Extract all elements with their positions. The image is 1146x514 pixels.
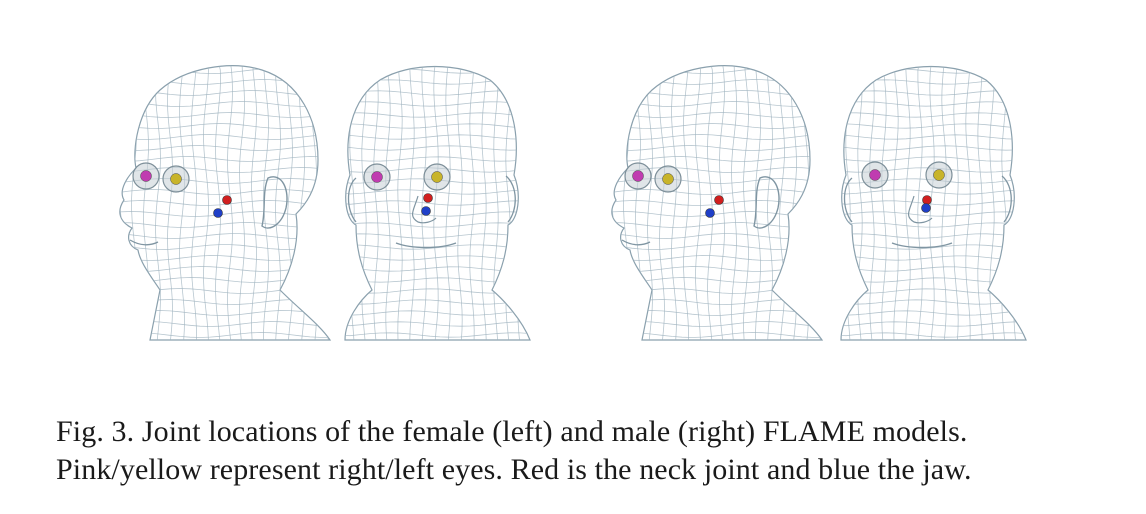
neck-joint (922, 195, 932, 205)
right-eye-joint (869, 169, 881, 181)
right-ear-outline (505, 175, 516, 223)
male-side-head (611, 65, 824, 341)
left-eye-joint (431, 171, 443, 183)
jaw-joint (421, 206, 431, 216)
mouth-line (891, 242, 953, 249)
jaw-joint (705, 208, 715, 218)
mouth-line (395, 242, 457, 249)
jaw-joint (921, 203, 931, 213)
nose-outline (907, 195, 933, 224)
jaw-joint (213, 208, 223, 218)
neck-joint (222, 195, 232, 205)
female-side-head (119, 65, 332, 341)
caption-line-2: Pink/yellow represent right/left eyes. R… (56, 453, 972, 486)
left-ear-outline (843, 177, 853, 223)
right-eye-joint (632, 170, 644, 182)
right-eye-joint (371, 171, 383, 183)
figure-panel (119, 65, 1027, 341)
ear-outline (753, 176, 780, 229)
flame-heads-figure (119, 65, 1027, 341)
neck-joint (714, 195, 724, 205)
female-front-head (344, 66, 531, 341)
mouth-line (129, 239, 159, 246)
right-ear-outline (1001, 175, 1012, 223)
right-eye-joint (140, 170, 152, 182)
left-eye-joint (170, 173, 182, 185)
left-eye-joint (933, 169, 945, 181)
left-ear-outline (347, 177, 357, 223)
ear-outline (261, 176, 288, 229)
caption-line-1: Fig. 3. Joint locations of the female (l… (56, 415, 968, 448)
mouth-line (621, 239, 651, 246)
nose-outline (411, 195, 437, 224)
figure-caption: Fig. 3. Joint locations of the female (l… (56, 413, 1136, 489)
neck-joint (423, 193, 433, 203)
male-front-head (840, 66, 1027, 341)
left-eye-joint (662, 173, 674, 185)
